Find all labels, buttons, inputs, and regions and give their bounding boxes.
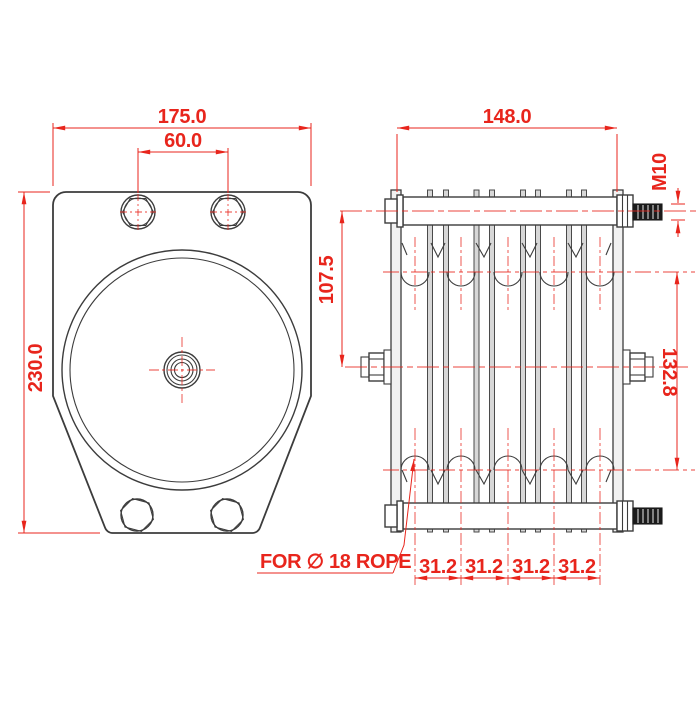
dim-upper-center-text: 107.5 [316, 256, 338, 305]
mounting-plate-outline [52, 191, 312, 534]
dim-groove-spacing-text-2: 31.2 [465, 556, 503, 578]
dim-sheave-pitch: 132.8 [658, 272, 680, 470]
thread-label: M10 [649, 153, 671, 191]
dim-sheave-pitch-text: 132.8 [658, 348, 680, 397]
bottom-hex-hole-right [209, 497, 245, 533]
dim-side-width-text: 148.0 [483, 106, 532, 128]
sheave-flange-strips [427, 189, 587, 533]
sheave-inner-circle [69, 257, 295, 483]
dim-front-height: 230.0 [18, 191, 100, 534]
rope-note: FOR ∅ 18 ROPE [260, 551, 411, 573]
side-plate-left [390, 189, 402, 533]
dim-thread: M10 [649, 153, 685, 237]
side-plate-right [612, 189, 624, 533]
dim-groove-spacing-text-4: 31.2 [558, 556, 596, 578]
dim-front-width: 175.0 [52, 106, 312, 186]
flange-chamfers-top [401, 242, 612, 259]
dimensions: 175.0 60.0 230.0 148.0 M1 [18, 106, 685, 581]
side-view [360, 189, 663, 533]
sheave-outer-circle [61, 249, 303, 491]
dim-front-width-text: 175.0 [158, 106, 207, 128]
threaded-stud-bottom [632, 507, 663, 525]
dim-front-hole-spacing: 60.0 [137, 130, 229, 193]
dim-side-width: 148.0 [396, 106, 618, 192]
dim-groove-spacing: 31.2 31.2 31.2 31.2 [415, 556, 600, 581]
bottom-hex-hole-left [119, 497, 155, 533]
dim-groove-spacing-text-3: 31.2 [512, 556, 550, 578]
dim-front-height-text: 230.0 [25, 344, 47, 393]
top-groove-arcs [400, 271, 615, 287]
dim-front-hole-spacing-text: 60.0 [164, 130, 202, 152]
rope-note-group: FOR ∅ 18 ROPE [257, 458, 415, 574]
dim-groove-spacing-text-1: 31.2 [419, 556, 457, 578]
flange-chamfers-bottom [401, 469, 612, 486]
threaded-stud-top [632, 203, 663, 221]
centerlines [120, 194, 700, 585]
tie-bolt-bottom [384, 500, 663, 532]
dim-upper-center: 107.5 [316, 211, 345, 367]
